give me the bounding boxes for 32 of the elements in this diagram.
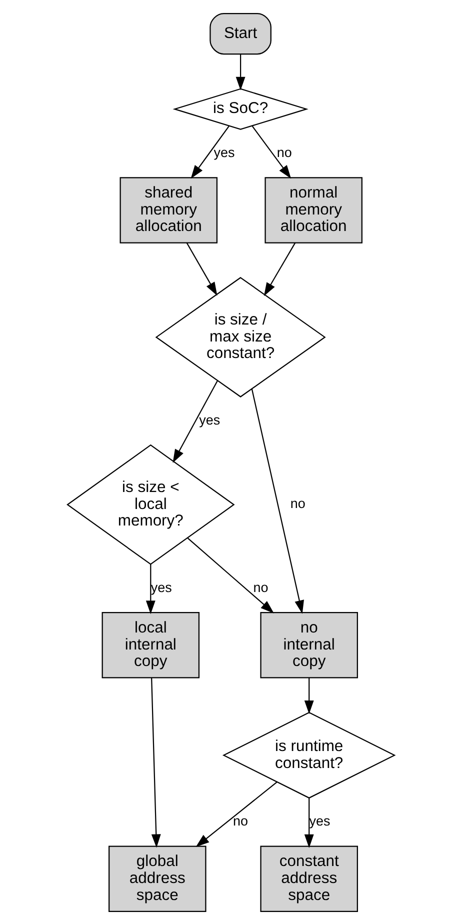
edge-label: yes (150, 579, 172, 594)
node-box: no internal copy (260, 611, 358, 678)
edge-label: no (232, 813, 248, 828)
arrow (186, 537, 274, 613)
arrow (190, 125, 229, 178)
arrow (186, 242, 217, 296)
node-diamond: is runtime constant? (222, 711, 396, 798)
edge-label: yes (213, 144, 234, 160)
arrow (145, 564, 155, 614)
arrow (304, 677, 314, 714)
arrow (195, 781, 277, 847)
node-diamond: is SoC? (172, 88, 308, 130)
node-box: shared memory allocation (119, 176, 218, 243)
node-box: local internal copy (101, 611, 200, 678)
arrow (250, 388, 304, 614)
arrow (304, 798, 314, 848)
arrow (251, 125, 291, 178)
node-box: Start (209, 12, 271, 54)
node-box: constant address space (260, 845, 358, 912)
edge-label: no (290, 496, 305, 511)
node-box: normal memory allocation (264, 176, 362, 243)
node-diamond: is size < local memory? (66, 444, 234, 564)
node-diamond: is size / max size constant? (154, 276, 326, 397)
arrow (150, 677, 160, 848)
edge-label: no (276, 144, 292, 160)
node-box: global address space (108, 845, 206, 912)
edge-label: no (252, 579, 268, 594)
arrow (235, 54, 245, 90)
arrow (263, 242, 296, 296)
arrow (172, 380, 218, 462)
edge-label: yes (198, 412, 220, 427)
edge-label: yes (308, 813, 330, 828)
